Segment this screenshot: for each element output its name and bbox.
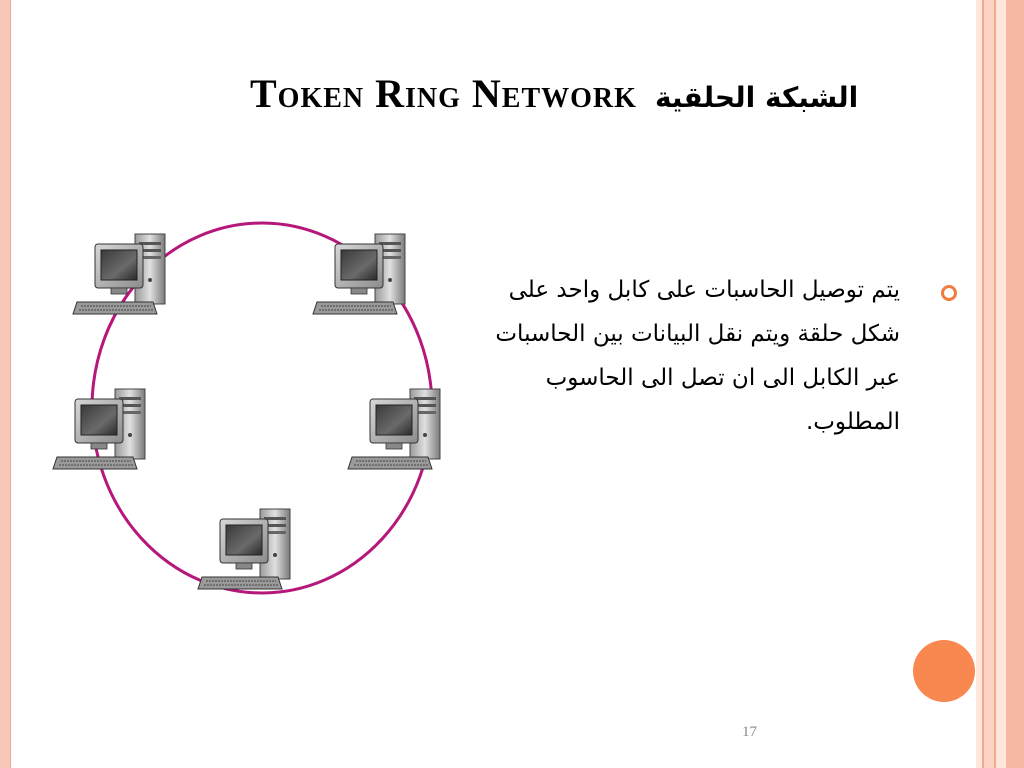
orange-circle-decoration [913, 640, 975, 702]
right-stripes-decoration [976, 0, 1024, 768]
computer-node-top-right [312, 233, 406, 315]
page-number: 17 [742, 724, 757, 740]
desktop-computer-icon [72, 233, 166, 315]
computer-node-bottom [197, 508, 291, 590]
title-arabic: الشبكة الحلقية [654, 81, 859, 114]
computer-node-top-left [72, 233, 166, 315]
desktop-computer-icon [197, 508, 291, 590]
desktop-computer-icon [347, 388, 441, 470]
body-paragraph: يتم توصيل الحاسبات على كابل واحد على شكل… [495, 277, 900, 435]
left-border-decoration [0, 0, 11, 768]
slide-title: Token Ring Network الشبكة الحلقية [250, 70, 950, 130]
computer-node-middle-right [347, 388, 441, 470]
title-english: Token Ring Network [250, 71, 637, 116]
ring-network-diagram [52, 221, 441, 595]
desktop-computer-icon [52, 388, 146, 470]
desktop-computer-icon [312, 233, 406, 315]
bullet-icon [941, 285, 957, 301]
computer-node-middle-left [52, 388, 146, 470]
